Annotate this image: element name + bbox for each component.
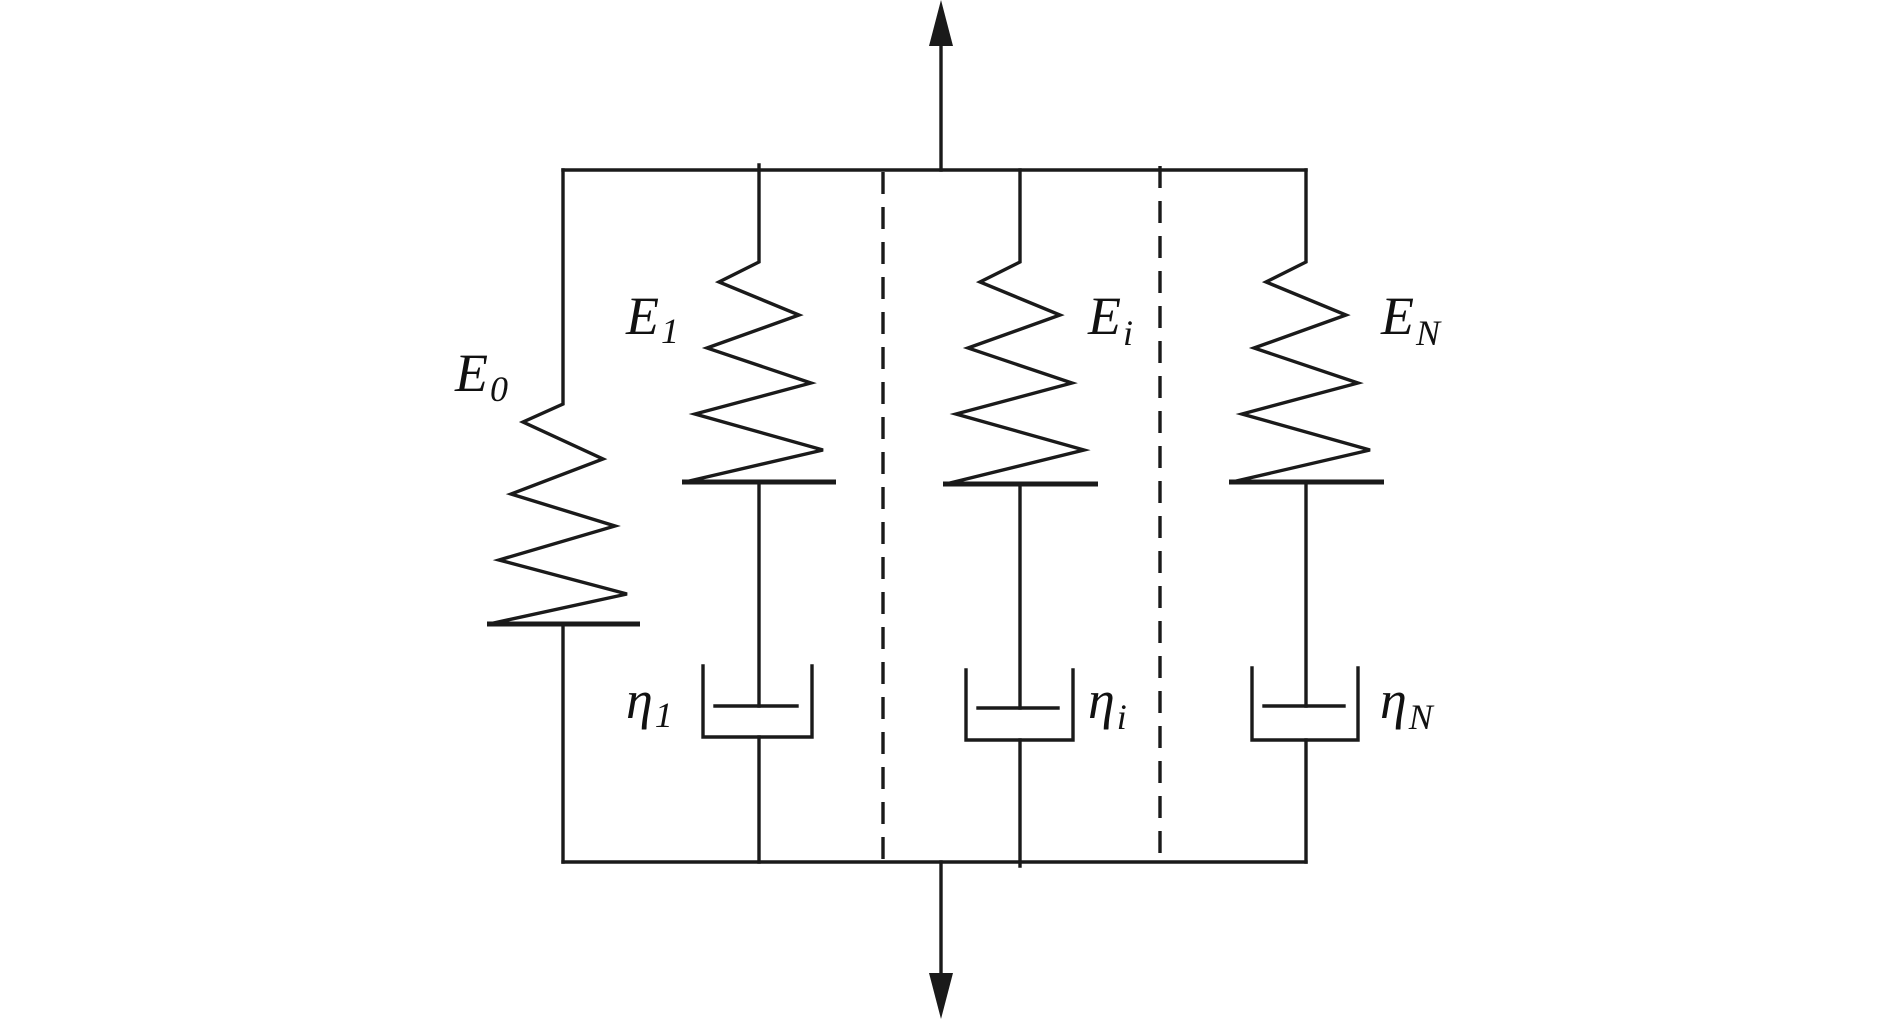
label-ei: Ei (1087, 286, 1133, 353)
label-eta1: η1 (626, 670, 673, 735)
label-e0: E0 (454, 343, 508, 409)
label-etan: ηN (1380, 670, 1435, 737)
label-etai: ηi (1088, 670, 1127, 737)
bottom-force-arrow (929, 860, 953, 1019)
branch-i (943, 168, 1098, 868)
branch-1 (682, 163, 836, 864)
top-force-arrow (929, 0, 953, 172)
branch-e0 (486, 168, 640, 864)
branch-n (1229, 168, 1384, 864)
label-en: EN (1380, 286, 1442, 353)
label-e1: E1 (625, 286, 679, 351)
